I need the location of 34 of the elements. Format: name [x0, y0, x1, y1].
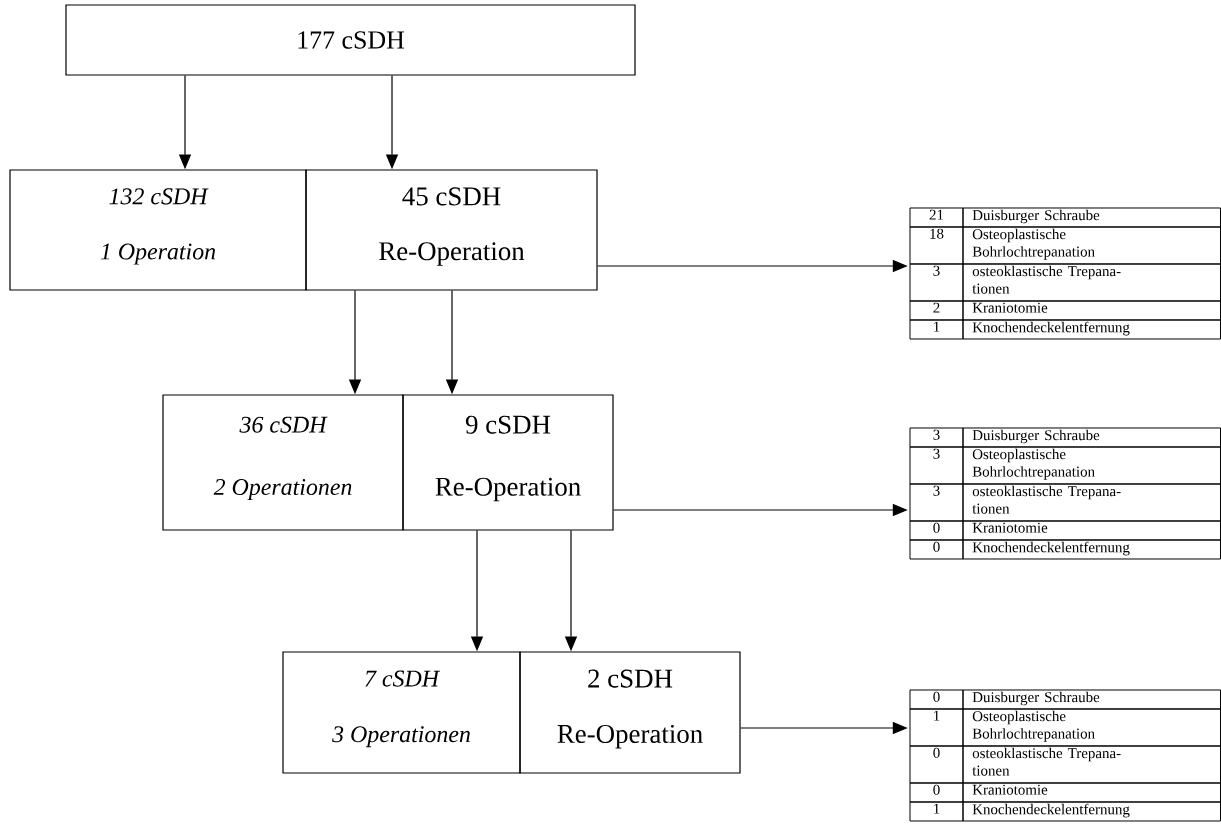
- table-cell: Kraniotomie: [962, 520, 1221, 541]
- table-cell: Knochendeckelentfernung: [962, 319, 1221, 340]
- table-cell: 3: [909, 446, 964, 485]
- table-cell: osteoklastische Trepana- tionen: [962, 745, 1221, 784]
- table-cell: 1: [909, 801, 964, 822]
- table-cell: 0: [909, 745, 964, 784]
- table-cell: 21: [909, 207, 964, 228]
- table-cell: Duisburger Schraube: [962, 689, 1221, 710]
- table-cell: Knochendeckelentfernung: [962, 801, 1221, 822]
- table-cell: 3: [909, 263, 964, 302]
- process-box: 36 cSDH 2 Operationen: [162, 394, 404, 531]
- process-box: 7 cSDH 3 Operationen: [282, 651, 521, 774]
- table-cell: 0: [909, 689, 964, 710]
- process-box: 9 cSDH Re-Operation: [402, 394, 614, 531]
- table-cell: Kraniotomie: [962, 300, 1221, 321]
- process-box: 45 cSDH Re-Operation: [305, 169, 598, 291]
- table-cell: 0: [909, 539, 964, 560]
- table-cell: 0: [909, 520, 964, 541]
- table-cell: 3: [909, 427, 964, 448]
- table-cell: 18: [909, 226, 964, 265]
- process-box: 2 cSDH Re-Operation: [519, 651, 741, 774]
- process-box: 132 cSDH 1 Operation: [9, 169, 307, 291]
- table-cell: Kraniotomie: [962, 782, 1221, 803]
- table-cell: 0: [909, 782, 964, 803]
- table-cell: Duisburger Schraube: [962, 427, 1221, 448]
- table-cell: 1: [909, 708, 964, 747]
- table-cell: 1: [909, 319, 964, 340]
- table-cell: osteoklastische Trepana- tionen: [962, 483, 1221, 522]
- table-cell: Knochendeckelentfernung: [962, 539, 1221, 560]
- table-cell: 3: [909, 483, 964, 522]
- table-cell: osteoklastische Trepana- tionen: [962, 263, 1221, 302]
- process-box: 177 cSDH: [65, 4, 636, 76]
- table-cell: 2: [909, 300, 964, 321]
- table-cell: Duisburger Schraube: [962, 207, 1221, 228]
